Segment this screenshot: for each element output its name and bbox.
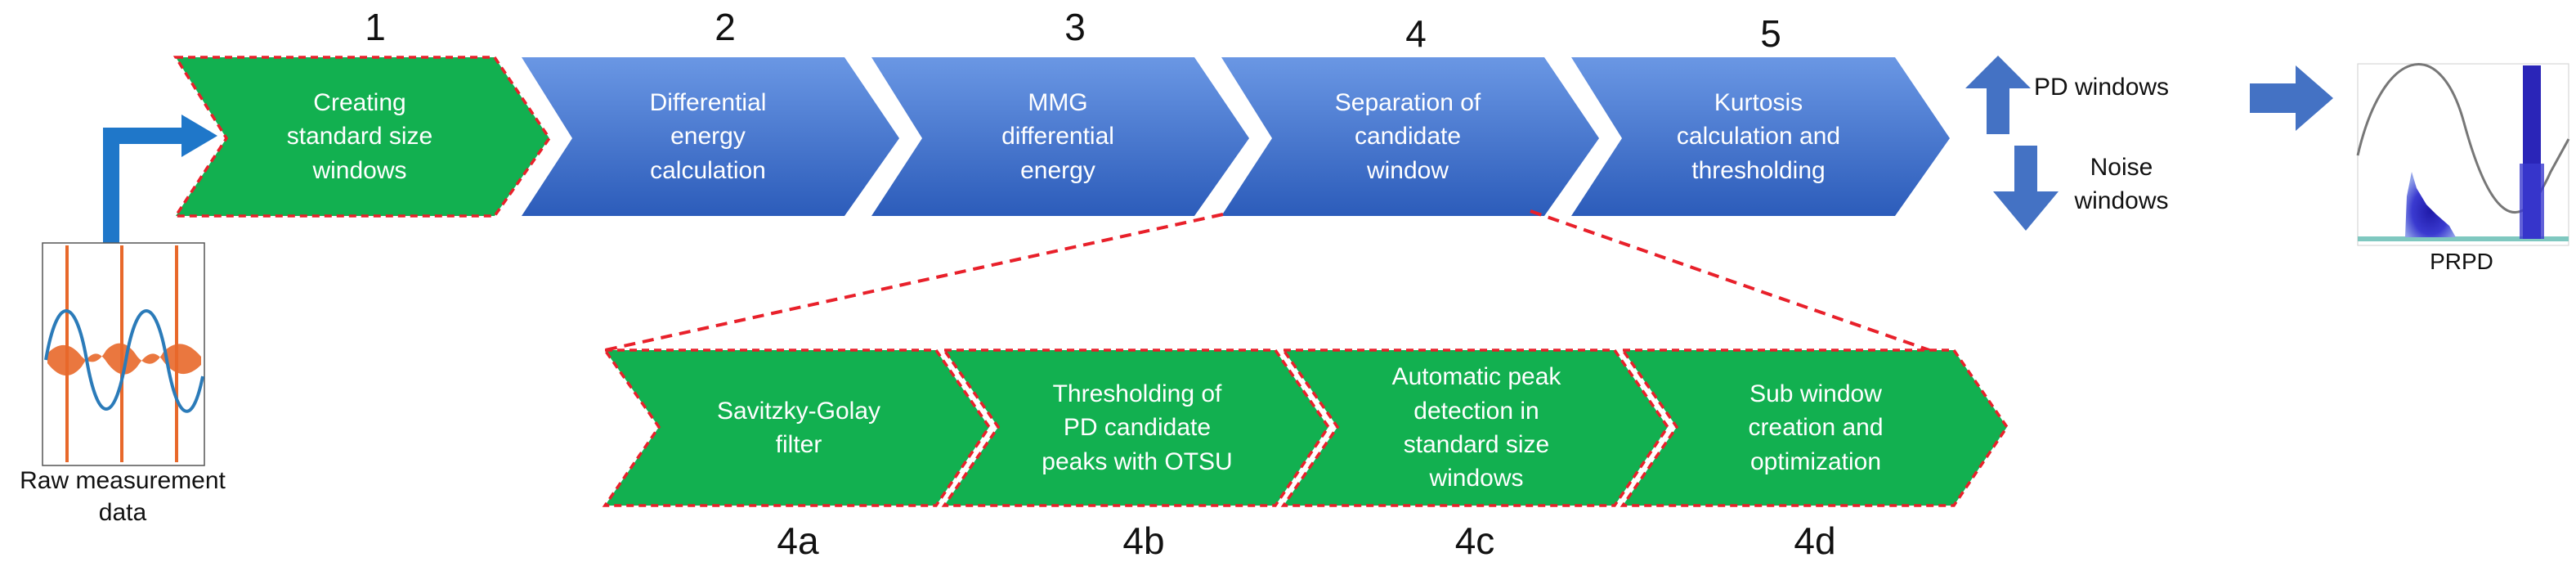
step-4-chevron <box>1221 57 1599 216</box>
step-3-chevron <box>871 57 1249 216</box>
step-4c-chevron <box>1280 348 1670 507</box>
step-4c-number: 4c <box>1454 519 1495 562</box>
step-4-label: Separation of candidate window <box>1334 88 1481 184</box>
step-2-label: Differential energy calculation <box>649 88 767 184</box>
prpd-label: PRPD <box>2430 249 2493 274</box>
step-5-label: Kurtosis calculation and thresholding <box>1676 88 1841 184</box>
expand-line-left <box>604 213 1224 352</box>
step-4a-chevron <box>602 348 992 507</box>
step-1-label: Creating standard size windows <box>286 88 433 184</box>
step-4-number: 4 <box>1405 12 1427 55</box>
step-4a-number: 4a <box>777 519 819 562</box>
expand-line-right <box>1530 209 1930 352</box>
prpd-thumbnail <box>2356 63 2570 246</box>
step-4c-label: Automatic peak detection in standard siz… <box>1391 363 1561 492</box>
step-4d-chevron <box>1620 348 2009 507</box>
step-1-number: 1 <box>365 6 386 48</box>
noise-windows-label: Noise windows <box>2074 154 2169 215</box>
arrow-up-icon <box>1965 56 2031 134</box>
step-2-number: 2 <box>715 6 736 48</box>
step-3-label: MMG differential energy <box>1001 88 1114 184</box>
step-4b-chevron <box>941 348 1331 507</box>
step-4a-label: Savitzky-Golay filter <box>716 397 881 458</box>
arrow-down-icon <box>1993 146 2059 231</box>
raw-signal-thumbnail <box>42 242 205 466</box>
pd-windows-label: PD windows <box>2034 74 2170 101</box>
step-5-number: 5 <box>1760 12 1781 55</box>
step-4b-number: 4b <box>1122 519 1165 562</box>
raw-data-label: Raw measurement data <box>20 467 226 526</box>
arrow-right-icon <box>2250 65 2333 131</box>
step-3-number: 3 <box>1064 6 1086 48</box>
step-4b-label: Thresholding of PD candidate peaks with … <box>1042 380 1233 475</box>
step-4d-number: 4d <box>1794 519 1836 562</box>
step-5-chevron <box>1571 57 1950 216</box>
step-1-chevron <box>172 56 552 218</box>
input-arrow-head <box>181 115 217 157</box>
step-4d-label: Sub window creation and optimization <box>1748 380 1884 475</box>
input-arrow <box>103 128 185 244</box>
step-2-chevron <box>522 57 899 216</box>
